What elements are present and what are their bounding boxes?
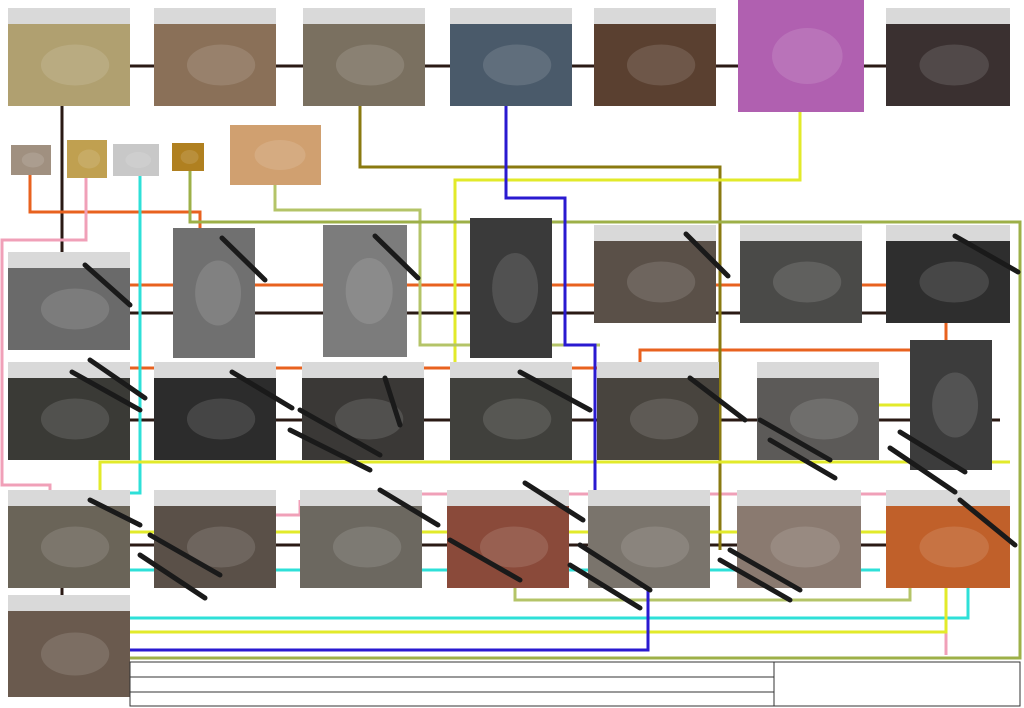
photo-highlight (492, 253, 538, 323)
photo-header-strip (594, 8, 716, 24)
photo-highlight (790, 399, 858, 440)
photo-highlight (125, 152, 151, 168)
photo-highlight (630, 399, 698, 440)
photo-color-palette (886, 8, 1010, 106)
photo-highlight (41, 289, 109, 330)
photo-white-fill (597, 362, 719, 460)
photo-header-strip (154, 8, 276, 24)
photo-header-strip (757, 362, 879, 378)
photo-highlight (346, 258, 393, 324)
photo-highlight (773, 262, 841, 303)
photo-header-strip (8, 595, 130, 611)
photo-panel-grey-1 (173, 228, 255, 358)
photo-header-strip (737, 490, 861, 506)
photo-artist-board (594, 225, 716, 323)
photo-header-strip (154, 362, 276, 378)
photo-header-strip (154, 490, 276, 506)
photo-pigment-powders (738, 0, 864, 112)
photo-header-strip (597, 362, 719, 378)
photo-highlight (772, 28, 843, 84)
blue-connector-line (130, 580, 648, 650)
photo-header-strip (886, 490, 1010, 506)
photo-eggshells (230, 125, 321, 185)
photo-header-strip (594, 225, 716, 241)
photo-artist-table-2 (737, 490, 861, 588)
photo-final-step (8, 595, 130, 697)
photo-highlight (627, 45, 695, 86)
photo-silver-sheet (113, 144, 159, 176)
photo-ink-bottles (450, 8, 572, 106)
photo-highlight (333, 527, 401, 568)
photo-drawing-outline (740, 225, 862, 323)
bottom-table (130, 662, 1020, 706)
photo-pigment-swatches (594, 8, 716, 106)
photo-highlight (770, 527, 839, 568)
photo-header-strip (886, 225, 1010, 241)
photo-highlight (187, 399, 255, 440)
photo-highlight (195, 261, 241, 326)
photo-cutting-board (886, 225, 1010, 323)
photo-highlight (41, 399, 109, 440)
photo-highlight (41, 527, 109, 568)
photo-header-strip (8, 8, 130, 24)
photo-gold-leaf (172, 143, 204, 171)
photo-highlight (41, 633, 109, 676)
photo-ink-roller (303, 8, 425, 106)
photo-header-strip (302, 362, 424, 378)
photo-highlight (78, 150, 100, 169)
photo-highlight (919, 527, 988, 568)
photo-header-strip (8, 252, 130, 268)
photo-panel-dark (470, 218, 552, 358)
photo-finished-panel (886, 490, 1010, 588)
photo-sketch-step (8, 252, 130, 350)
photo-highlight (919, 45, 988, 86)
photo-highlight (41, 45, 109, 86)
photo-board-blank (154, 362, 276, 460)
photo-highlight (22, 153, 44, 168)
photo-applying-inlay (8, 490, 130, 588)
photo-header-strip (886, 8, 1010, 24)
photo-white-powder (11, 145, 51, 175)
photo-highlight (483, 399, 551, 440)
photo-artist-table-1 (588, 490, 710, 588)
photo-header-strip (303, 8, 425, 24)
photo-highlight (621, 527, 689, 568)
yellow-connector-line (100, 462, 1010, 490)
photo-header-strip (450, 362, 572, 378)
photo-highlight (336, 45, 404, 86)
photo-figure-portrait (910, 340, 992, 470)
table-frame (130, 662, 1020, 706)
photo-highlight (919, 262, 988, 303)
photo-highlight (483, 45, 551, 86)
photo-header-strip (450, 8, 572, 24)
photo-panel-grey-2 (323, 225, 407, 357)
photo-ink-mixing (154, 8, 276, 106)
photo-header-strip (588, 490, 710, 506)
photo-header-strip (740, 225, 862, 241)
photo-ink-jars (8, 8, 130, 106)
photo-header-strip (8, 490, 130, 506)
photo-highlight (187, 45, 255, 86)
photo-scraping (450, 362, 572, 460)
photo-highlight (255, 140, 306, 170)
photo-highlight (181, 150, 199, 164)
photo-foil-roll (67, 140, 107, 178)
photo-highlight (932, 373, 978, 438)
photo-highlight (627, 262, 695, 303)
